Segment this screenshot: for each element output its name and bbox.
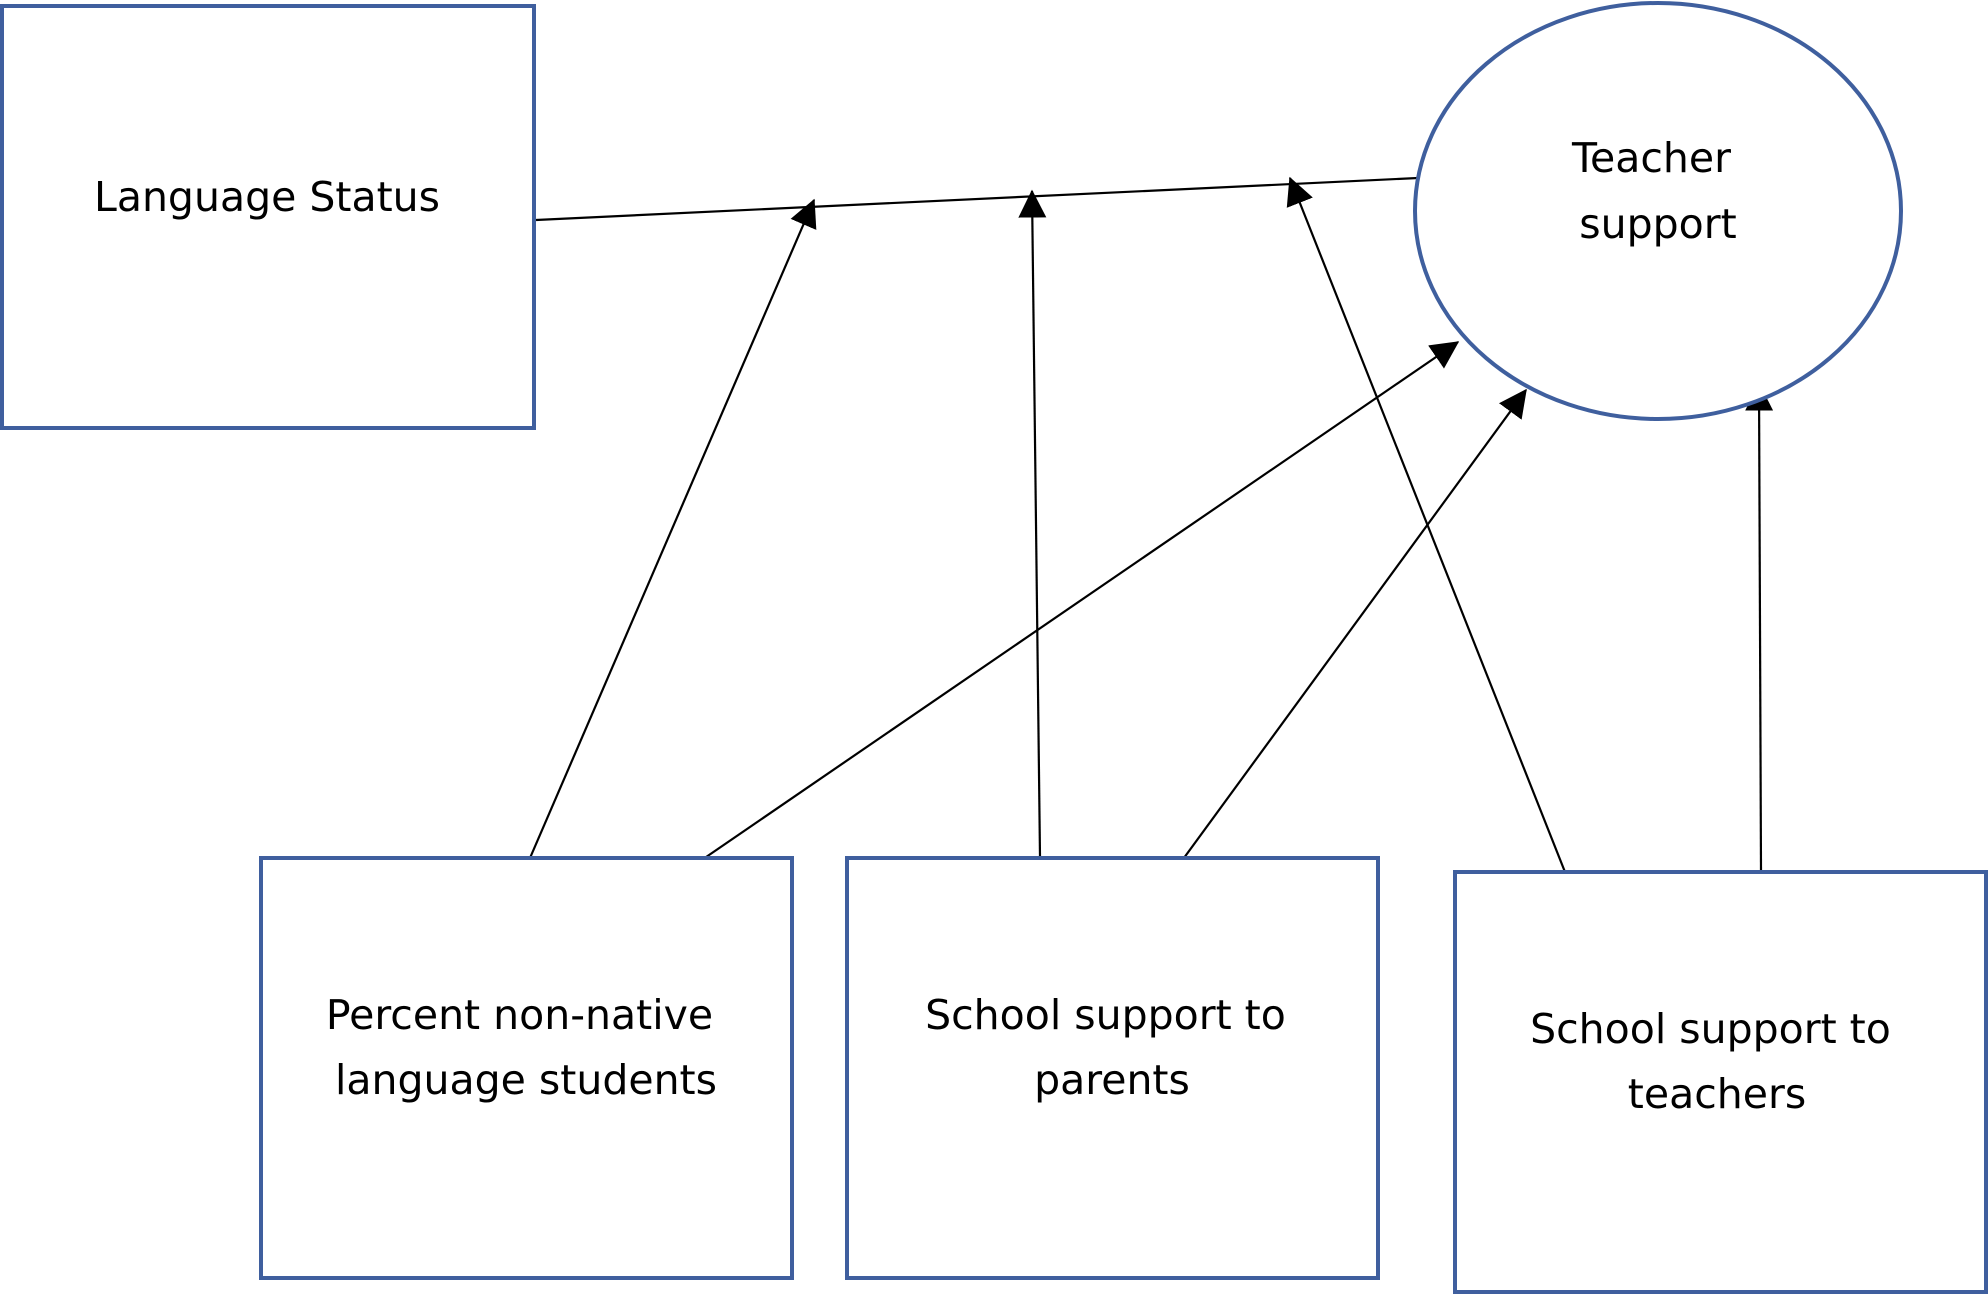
- arrow-percent-non-native-moderates-path: [528, 198, 817, 859]
- school-support-parents-box: [845, 856, 1380, 1280]
- node-teacher-support: Teacher support: [1413, 1, 1903, 421]
- teacher-support-label-line-1: Teacher: [1571, 134, 1731, 182]
- arrow-language-status-to-teacher-support: [535, 163, 1462, 222]
- arrow-percent-non-native-to-teacher-support: [692, 341, 1460, 867]
- teacher-support-label-line-2: support: [1579, 200, 1736, 248]
- school-support-teachers-label-line-1: School support to: [1530, 1005, 1891, 1053]
- school-support-teachers-label-line-2: teachers: [1628, 1070, 1806, 1118]
- node-percent-non-native: Percent non-native language students: [259, 856, 794, 1280]
- svg-text:Language Status: Language Status: [94, 173, 440, 221]
- arrow-school-support-parents-moderates-path: [1018, 189, 1047, 858]
- svg-text:School support to parent: School support to parents: [925, 991, 1299, 1104]
- svg-text:Percent non-native langu: Percent non-native language students: [326, 991, 726, 1104]
- percent-non-native-box: [259, 856, 794, 1280]
- percent-non-native-label-line-1: Percent non-native: [326, 991, 713, 1039]
- language-status-box: [0, 4, 536, 430]
- language-status-label: Language Status: [94, 173, 440, 221]
- node-language-status: Language Status: [0, 4, 536, 430]
- teacher-support-ellipse: [1413, 1, 1903, 421]
- school-support-teachers-box: [1453, 870, 1988, 1294]
- arrows: [528, 163, 1774, 873]
- percent-non-native-label-line-2: language students: [335, 1056, 717, 1104]
- svg-text:Teacher support: Teacher support: [1571, 134, 1744, 248]
- node-school-support-parents: School support to parents: [845, 856, 1380, 1280]
- arrow-school-support-parents-to-teacher-support: [1180, 388, 1527, 863]
- arrow-school-support-teachers-to-teacher-support: [1745, 382, 1774, 872]
- node-school-support-teachers: School support to teachers: [1453, 870, 1988, 1294]
- svg-text:School support to teache: School support to teachers: [1530, 1005, 1904, 1118]
- school-support-parents-label-line-2: parents: [1034, 1056, 1190, 1104]
- school-support-parents-label-line-1: School support to: [925, 991, 1286, 1039]
